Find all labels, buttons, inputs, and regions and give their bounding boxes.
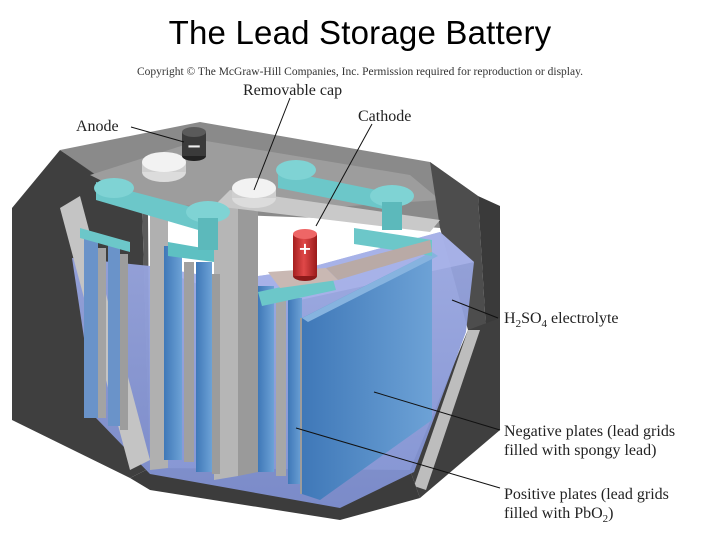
connector-straps xyxy=(80,160,432,306)
anode-leader xyxy=(130,126,185,143)
plates xyxy=(84,238,438,500)
electrolyte-label: H2SO4 electrolyte xyxy=(504,310,619,330)
negative-symbol: − xyxy=(186,136,201,157)
removable-caps xyxy=(142,152,276,208)
negative-leader xyxy=(373,391,501,431)
anode-terminal: − xyxy=(182,127,206,161)
cap-leader xyxy=(253,97,291,191)
negative-plates-label-line2: filled with spongy lead) xyxy=(504,442,656,459)
anode-label: Anode xyxy=(76,118,119,135)
cathode-label: Cathode xyxy=(358,108,411,125)
positive-symbol: + xyxy=(298,239,311,258)
cathode-terminal: + xyxy=(293,229,317,281)
leader-lines xyxy=(130,97,501,489)
positive-plates-label-line1: Positive plates (lead grids xyxy=(504,486,669,503)
removable-cap-label: Removable cap xyxy=(243,82,342,99)
cathode-leader xyxy=(315,123,373,227)
positive-plates-label-line2: filled with PbO2) xyxy=(504,505,614,525)
copyright-notice: Copyright © The McGraw-Hill Companies, I… xyxy=(137,66,583,78)
slide-title: The Lead Storage Battery xyxy=(168,14,552,51)
electrolyte-leader xyxy=(451,299,499,319)
negative-plates-label-line1: Negative plates (lead grids xyxy=(504,423,675,440)
positive-leader xyxy=(295,427,501,489)
